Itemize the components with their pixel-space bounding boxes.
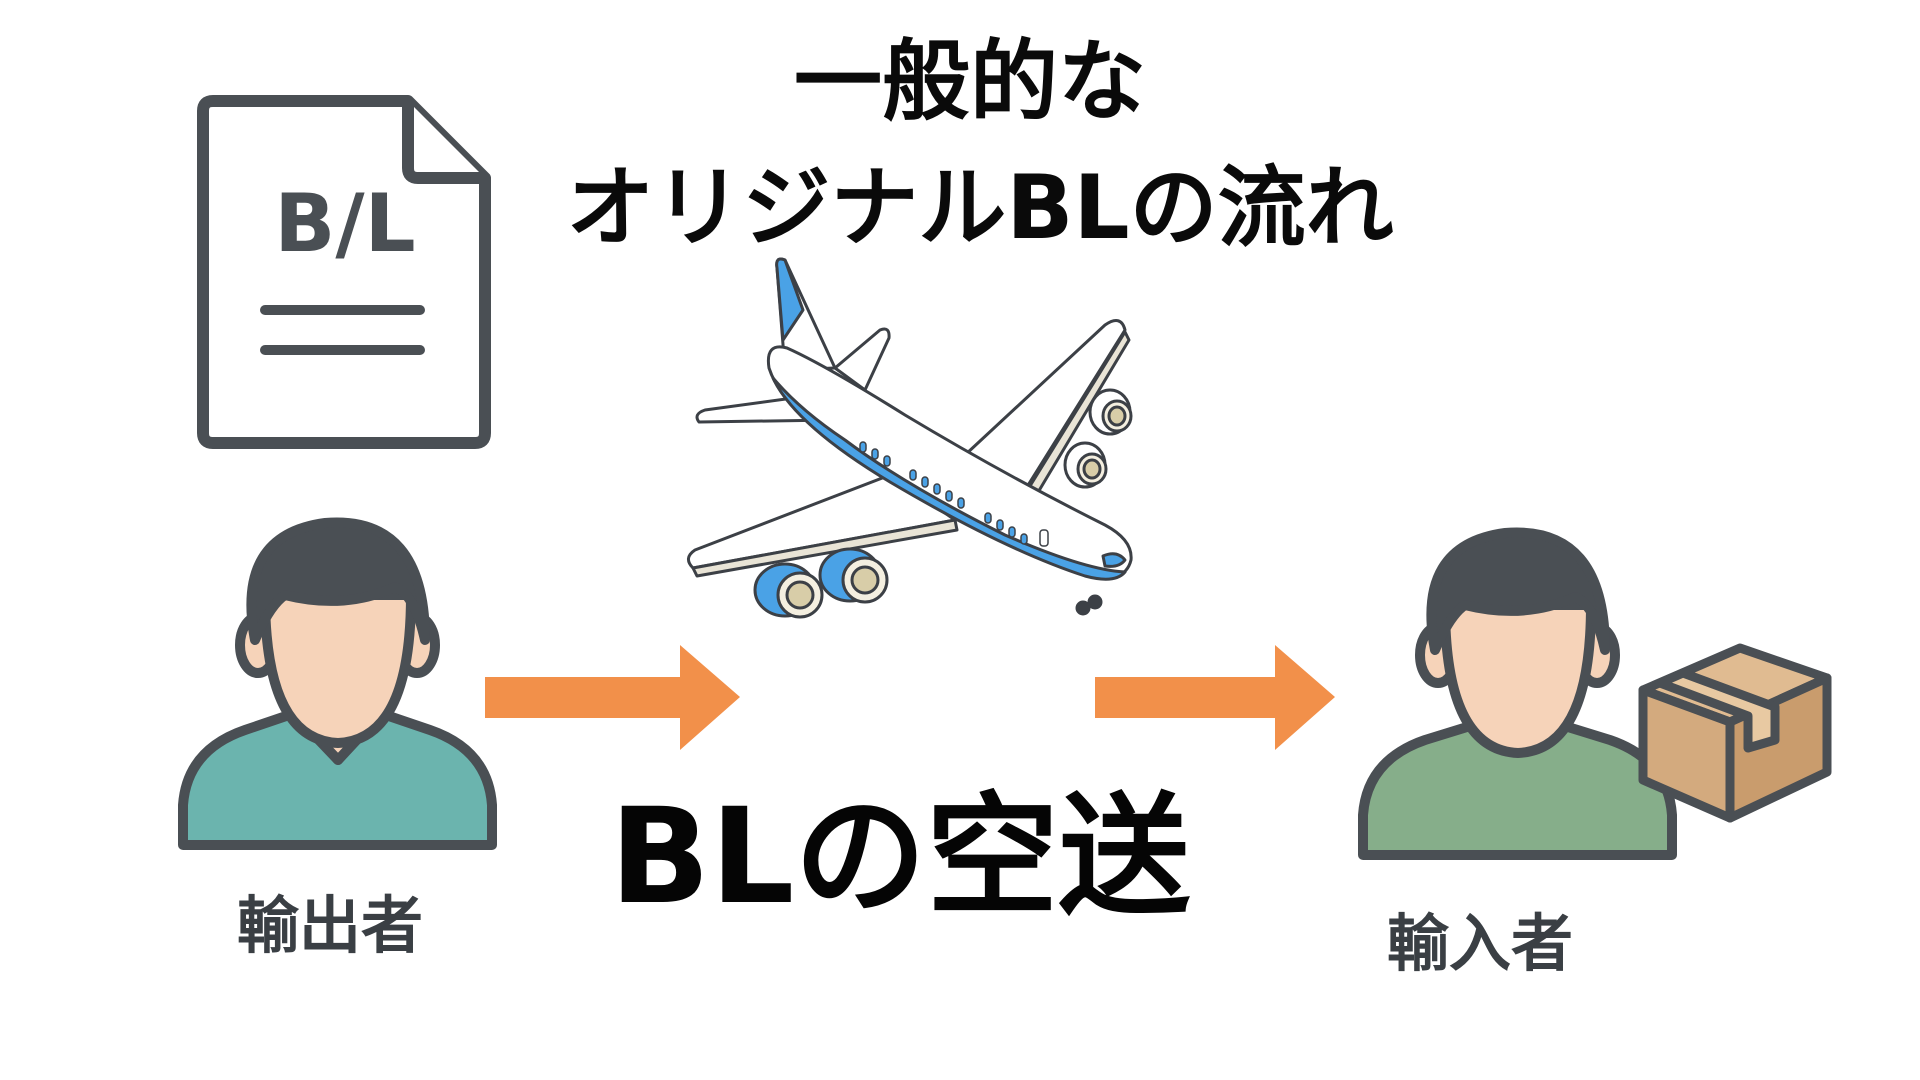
exporter-label: 輸出者 — [236, 889, 423, 962]
importer-person-icon — [1358, 527, 1677, 860]
bl-document-icon: B/L — [197, 95, 491, 449]
importer-label: 輸入者 — [1386, 907, 1573, 980]
cardboard-box-icon — [1638, 643, 1832, 823]
title-line-1: 一般的な — [793, 30, 1146, 133]
center-label: BLの空送 — [609, 780, 1191, 934]
bl-document-label: B/L — [274, 177, 415, 270]
arrow-exporter-to-plane — [485, 645, 740, 750]
title-line-2: オリジナルBLの流れ — [566, 156, 1394, 259]
arrow-plane-to-importer — [1095, 645, 1335, 750]
exporter-person-icon — [178, 517, 497, 850]
airplane-icon — [687, 257, 1133, 619]
